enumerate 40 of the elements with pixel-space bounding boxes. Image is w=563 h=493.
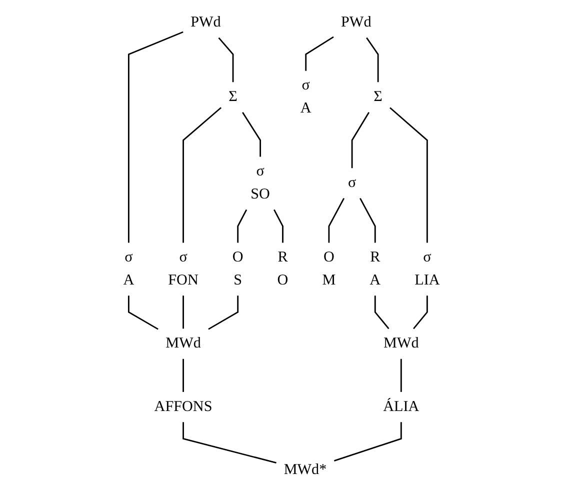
node-text: ÁLIA: [383, 398, 420, 415]
node-text: σ A: [123, 249, 134, 288]
connector: [242, 112, 262, 157]
connector: [182, 358, 184, 392]
connector: [182, 107, 222, 243]
connector: [218, 37, 234, 82]
node-text: PWd: [190, 14, 221, 30]
connector: [128, 296, 158, 330]
connector: [366, 37, 379, 82]
node-text: R O: [277, 249, 288, 288]
connector: [182, 422, 276, 464]
connector: [400, 358, 402, 392]
connector: [351, 112, 370, 168]
connector: [305, 36, 334, 71]
node-text: σ LIA: [414, 249, 440, 288]
connector: [237, 209, 248, 243]
node-text: σ A: [300, 77, 312, 116]
node-text: PWd: [341, 14, 372, 30]
node-text: Σ: [228, 88, 238, 105]
connector: [182, 296, 184, 329]
connector: [374, 296, 390, 330]
connector: [334, 422, 402, 462]
node-text: O M: [322, 249, 336, 288]
node-text: σ: [348, 174, 356, 191]
connector: [360, 198, 376, 243]
node-text: AFFONS: [154, 398, 212, 415]
node-text: R A: [370, 249, 381, 288]
connector: [128, 31, 184, 243]
connector: [390, 107, 428, 243]
node-text: Σ: [374, 88, 382, 105]
connector: [208, 296, 239, 330]
node-text: O S: [232, 249, 244, 288]
node-text: MWd: [166, 335, 201, 352]
node-text: σ FON: [168, 249, 198, 288]
connector: [413, 296, 428, 330]
connector: [328, 198, 345, 243]
node-text: σ SO: [250, 163, 270, 202]
connector: [274, 209, 284, 243]
node-text: MWd*: [284, 462, 327, 478]
node-text: MWd: [384, 335, 419, 352]
